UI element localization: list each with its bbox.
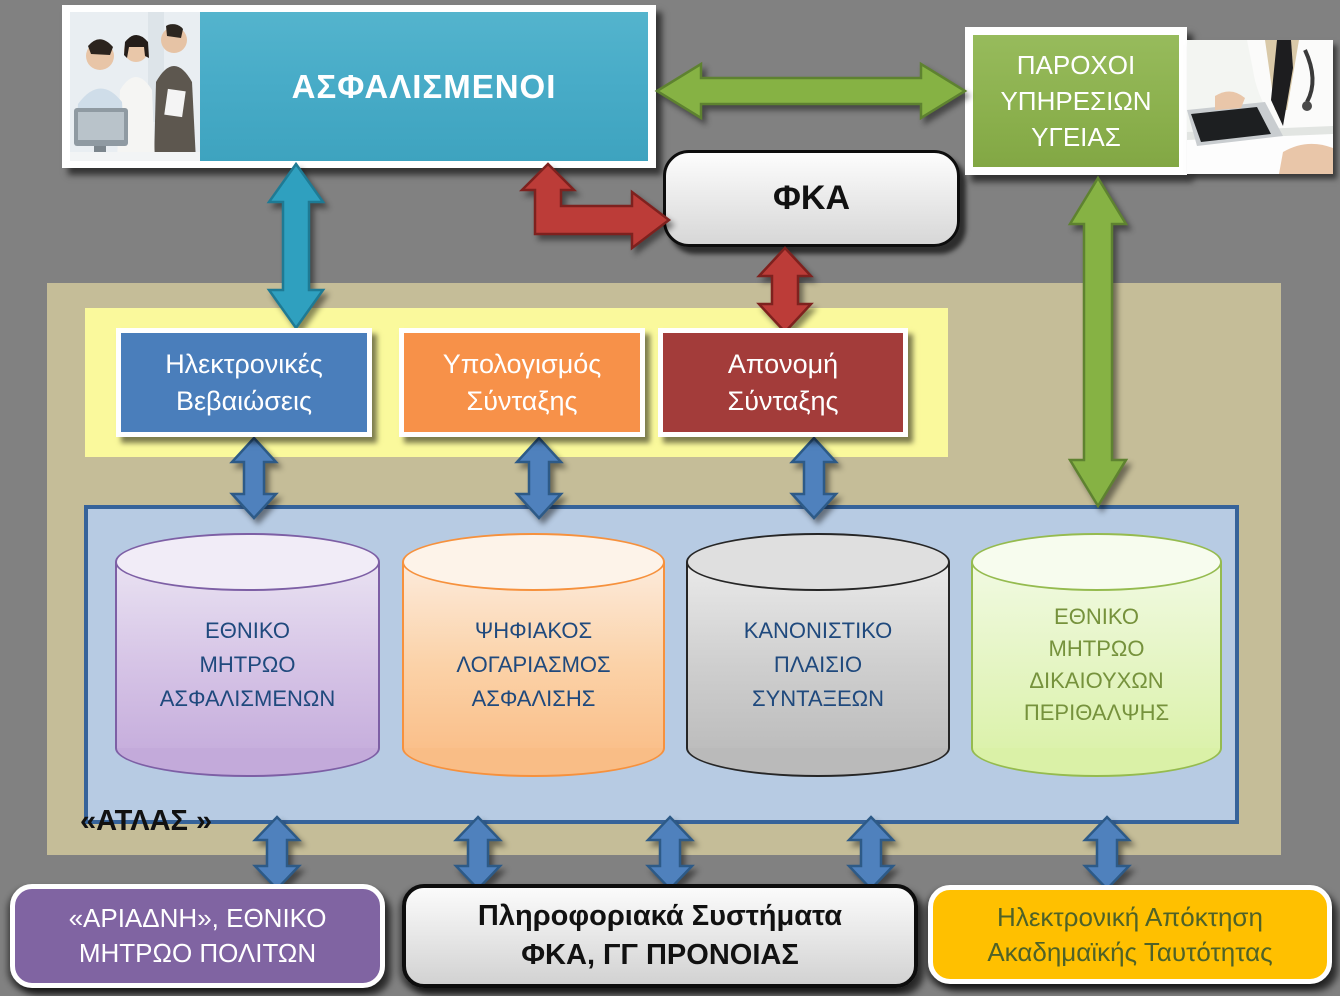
arrow-atlas-academic-id [1082,815,1132,891]
arrow-calculation-registry [514,436,564,520]
fka-information-systems-box: Πληροφοριακά Συστήματα ΦΚΑ, ΓΓ ΠΡΟΝΟΙΑΣ [402,884,918,988]
label-line: ΜΗΤΡΩΟ [1048,635,1145,661]
label-line: ΕΘΝΙΚΟ [1054,603,1139,629]
ariadni-label: «ΑΡΙΑΔΝΗ», ΕΘΝΙΚΟ ΜΗΤΡΩΟ ΠΟΛΙΤΩΝ [69,901,327,971]
label-line: Ακαδημαϊκής Ταυτότητας [987,936,1273,967]
label-line: Πληροφοριακά Συστήματα [477,900,843,932]
academic-id-label: Ηλεκτρονική Απόκτηση Ακαδημαϊκής Ταυτότη… [987,900,1272,970]
arrow-certificates-registry [229,436,279,520]
service-label: Ηλεκτρονικές Βεβαιώσεις [165,346,323,420]
label-line: ΣΥΝΤΑΞΕΩΝ [752,685,884,711]
label-line: ΔΙΚΑΙΟΥΧΩΝ [1029,667,1164,693]
service-pension-calculation: Υπολογισμός Σύνταξης [399,328,645,437]
label-line: ΕΘΝΙΚΟ [205,617,290,643]
arrow-award-registry [789,436,839,520]
label-line: ΑΣΦΑΛΙΣΗΣ [471,685,596,711]
label-line: Ηλεκτρονικές [165,348,323,379]
insured-box: ΑΣΦΑΛΙΣΜΕΝΟΙ [200,12,648,161]
cylinder-body [115,562,380,748]
arrow-atlas-fka-systems-1 [453,815,503,891]
fka-label: ΦΚΑ [772,179,850,217]
label-line: ΥΠΗΡΕΣΙΩΝ [1000,86,1152,116]
db-healthcare-beneficiaries-registry: ΕΘΝΙΚΟ ΜΗΤΡΩΟ ΔΙΚΑΙΟΥΧΩΝ ΠΕΡΙΘΑΛΨΗΣ [971,533,1222,777]
db-national-insured-registry: ΕΘΝΙΚΟ ΜΗΤΡΩΟ ΑΣΦΑΛΙΣΜΕΝΩΝ [115,533,380,777]
db-label: ΨΗΦΙΑΚΟΣ ΛΟΓΑΡΙΑΣΜΟΣ ΑΣΦΑΛΙΣΗΣ [402,614,665,716]
cylinder-body [971,562,1222,748]
label-line: Σύνταξης [466,385,578,416]
label-line: ΥΓΕΙΑΣ [1031,122,1121,152]
label-line: ΠΑΡΟΧΟΙ [1016,50,1136,80]
insured-people-photo [70,12,200,161]
label-line: ΜΗΤΡΩΟ [199,651,296,677]
cylinder-top [402,533,665,591]
arrow-insured-fka [518,162,672,251]
cylinder-body [402,562,665,748]
arrow-atlas-ariadni [252,815,302,891]
insured-label: ΑΣΦΑΛΙΣΜΕΝΟΙ [291,67,557,105]
db-label: ΚΑΝΟΝΙΣΤΙΚΟ ΠΛΑΙΣΙΟ ΣΥΝΤΑΞΕΩΝ [686,614,950,716]
cylinder-top [971,533,1222,591]
label-line: ΨΗΦΙΑΚΟΣ [474,617,593,643]
db-pension-regulatory-framework: ΚΑΝΟΝΙΣΤΙΚΟ ΠΛΑΙΣΙΟ ΣΥΝΤΑΞΕΩΝ [686,533,950,777]
academic-id-box: Ηλεκτρονική Απόκτηση Ακαδημαϊκής Ταυτότη… [928,885,1332,984]
label-line: ΛΟΓΑΡΙΑΣΜΟΣ [456,651,611,677]
cylinder-top [686,533,950,591]
db-label: ΕΘΝΙΚΟ ΜΗΤΡΩΟ ΔΙΚΑΙΟΥΧΩΝ ΠΕΡΙΘΑΛΨΗΣ [971,601,1222,729]
insured-box-frame: ΑΣΦΑΛΙΣΜΕΝΟΙ [62,5,656,168]
db-label: ΕΘΝΙΚΟ ΜΗΤΡΩΟ ΑΣΦΑΛΙΣΜΕΝΩΝ [115,614,380,716]
atlas-label: «ΑΤΛΑΣ » [80,805,213,837]
providers-label: ΠΑΡΟΧΟΙ ΥΠΗΡΕΣΙΩΝ ΥΓΕΙΑΣ [1000,47,1151,155]
doctor-photo [1187,40,1333,174]
label-line: ΦΚΑ, ΓΓ ΠΡΟΝΟΙΑΣ [521,939,799,971]
cylinder-body [686,562,950,748]
service-label: Υπολογισμός Σύνταξης [443,346,602,420]
fka-information-systems-label: Πληροφοριακά Συστήματα ΦΚΑ, ΓΓ ΠΡΟΝΟΙΑΣ [478,897,842,975]
label-line: Υπολογισμός [442,348,602,379]
label-line: «ΑΡΙΑΔΝΗ», ΕΘΝΙΚΟ [68,903,327,933]
service-label: Απονομή Σύνταξης [728,346,839,420]
ariadni-box: «ΑΡΙΑΔΝΗ», ΕΘΝΙΚΟ ΜΗΤΡΩΟ ΠΟΛΙΤΩΝ [10,884,385,988]
arrow-atlas-fka-systems-2 [645,815,695,891]
label-line: Βεβαιώσεις [176,385,312,416]
service-pension-award: Απονομή Σύνταξης [658,328,908,437]
label-line: ΠΕΡΙΘΑΛΨΗΣ [1023,699,1170,725]
label-line: ΜΗΤΡΩΟ ΠΟΛΙΤΩΝ [78,938,317,968]
label-line: ΠΛΑΙΣΙΟ [773,651,863,677]
arrow-atlas-fka-systems-3 [846,815,896,891]
providers-box: ΠΑΡΟΧΟΙ ΥΠΗΡΕΣΙΩΝ ΥΓΕΙΑΣ [973,35,1179,167]
label-line: ΑΣΦΑΛΙΣΜΕΝΩΝ [159,685,336,711]
arrow-insured-providers [654,61,968,121]
label-line: Σύνταξης [727,385,839,416]
service-electronic-certificates: Ηλεκτρονικές Βεβαιώσεις [116,328,372,437]
fka-box: ΦΚΑ [663,150,960,247]
label-line: Ηλεκτρονική Απόκτηση [997,901,1263,932]
label-line: Απονομή [727,348,839,379]
db-digital-insurance-account: ΨΗΦΙΑΚΟΣ ΛΟΓΑΡΙΑΣΜΟΣ ΑΣΦΑΛΙΣΗΣ [402,533,665,777]
arrow-providers-registries [1067,175,1129,509]
cylinder-top [115,533,380,591]
label-line: ΚΑΝΟΝΙΣΤΙΚΟ [743,617,893,643]
providers-box-frame: ΠΑΡΟΧΟΙ ΥΠΗΡΕΣΙΩΝ ΥΓΕΙΑΣ [965,27,1187,175]
arrow-insured-services [266,161,326,331]
arrow-fka-pension-award [756,246,814,334]
